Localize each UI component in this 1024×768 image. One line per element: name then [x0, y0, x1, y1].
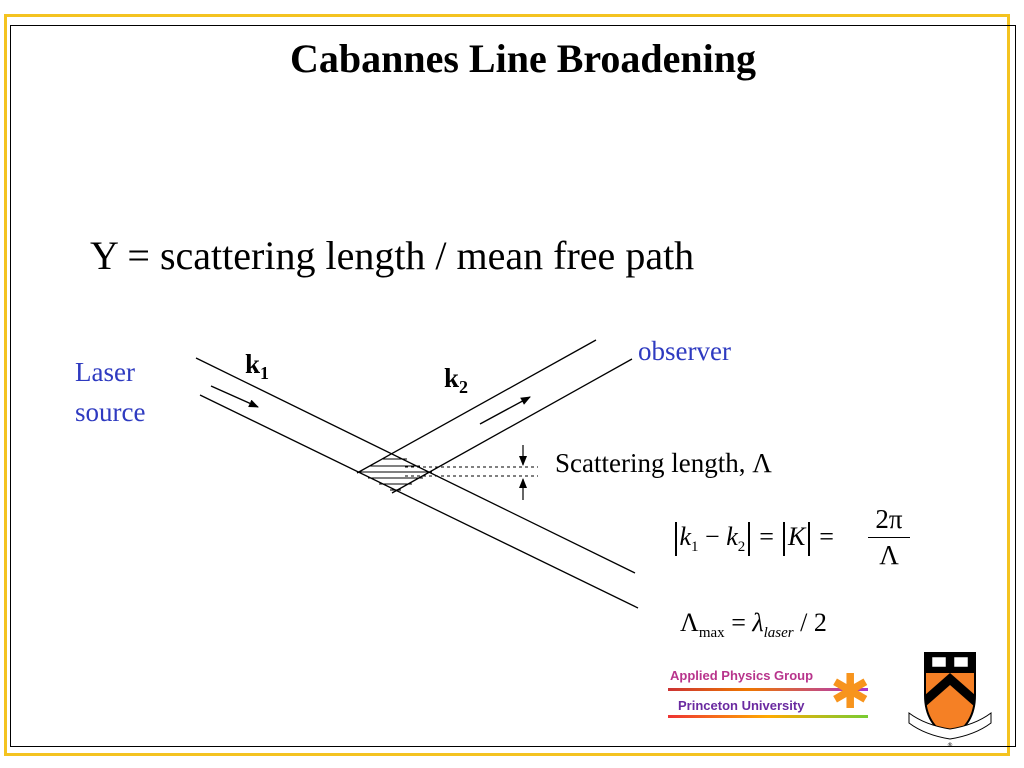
k1-letter: k: [245, 349, 261, 379]
eq-K: K: [787, 522, 806, 551]
apg-logo-rule-2: [668, 715, 868, 718]
k1-direction-arrow: [210, 385, 259, 408]
eq2-lambda: Λ: [680, 608, 699, 637]
apg-logo-line1: Applied Physics Group: [670, 668, 814, 683]
two-pi-over-lambda-fraction: 2π Λ: [868, 504, 910, 571]
laser-source-label: Laser source: [75, 352, 145, 432]
eq2-equals: =: [731, 608, 746, 637]
fraction-denominator: Λ: [879, 540, 899, 570]
scattered-beam-upper-line: [356, 339, 597, 474]
apg-logo-line2: Princeton University: [678, 698, 805, 713]
applied-physics-group-logo: Applied Physics Group Princeton Universi…: [660, 662, 880, 722]
eq2-divide-two: / 2: [800, 608, 827, 637]
eq-k2-sub: 2: [737, 539, 746, 556]
abs-bar: [783, 522, 785, 557]
scattering-length-label: Scattering length, Λ: [555, 448, 772, 478]
definition-text: Y = scattering length / mean free path: [90, 233, 695, 278]
k2-letter: k: [444, 363, 460, 393]
svg-text:®: ®: [947, 742, 953, 749]
slide-outer-frame: [4, 14, 1010, 756]
slide-inner-frame: [10, 25, 1016, 747]
eq-k1-sub: 1: [691, 539, 699, 556]
eq-k2: k: [726, 522, 738, 551]
eq2-lambda-laser: λ: [752, 608, 764, 637]
scattering-volume-hatch: [360, 458, 432, 491]
eq-equals: =: [759, 522, 774, 551]
k2-subscript: 2: [459, 377, 469, 397]
asterisk-icon: ✱: [830, 664, 871, 720]
apg-logo-rule-1: [668, 688, 868, 691]
fraction-numerator: 2π: [868, 504, 910, 538]
scattered-beam-lower-line: [391, 358, 633, 494]
laser-beam-lower-line: [199, 394, 639, 609]
abs-bar: [808, 522, 810, 557]
lambda-max-equation: Λmax = λlaser / 2: [680, 608, 827, 642]
abs-bar: [675, 522, 677, 557]
laser-label-line2: source: [75, 397, 146, 427]
eq2-max-sub: max: [698, 625, 725, 642]
k2-direction-arrow: [479, 396, 531, 425]
observer-label: observer: [638, 336, 731, 366]
wavevector-equation: k1 − k2 = K =: [672, 522, 834, 557]
slide-title: Cabannes Line Broadening: [289, 36, 757, 81]
k1-label: k1: [245, 349, 270, 383]
k1-subscript: 1: [260, 363, 270, 383]
laser-label-line1: Laser: [75, 357, 135, 387]
princeton-shield-icon: ®: [908, 652, 992, 749]
eq-k1: k: [679, 522, 692, 551]
eq-minus: −: [705, 522, 720, 551]
abs-bar: [748, 522, 750, 557]
eq-equals-2: =: [819, 522, 834, 551]
eq2-laser-sub: laser: [763, 625, 794, 642]
k2-label: k2: [444, 363, 469, 397]
